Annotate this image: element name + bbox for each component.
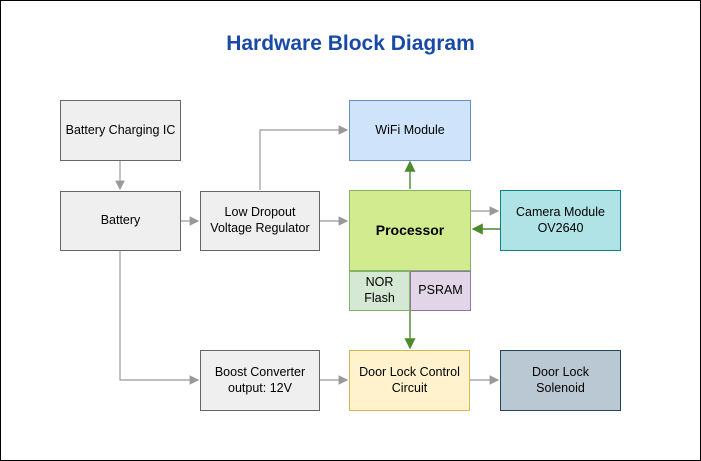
nor-flash-block: NOR Flash <box>349 271 410 311</box>
battery-charging-ic-block: Battery Charging IC <box>60 100 181 161</box>
boost-converter-block: Boost Converter output: 12V <box>200 350 320 411</box>
arrow-ldo-to-wifi <box>259 125 349 190</box>
wifi-module-block: WiFi Module <box>349 100 471 161</box>
door-lock-control-block: Door Lock Control Circuit <box>349 350 470 411</box>
processor-block: Processor <box>349 190 471 271</box>
camera-module-block: Camera Module OV2640 <box>500 190 621 251</box>
arrow-battery-to-boost <box>119 251 200 385</box>
door-lock-solenoid-block: Door Lock Solenoid <box>500 350 621 411</box>
battery-block: Battery <box>60 191 181 251</box>
diagram-title: Hardware Block Diagram <box>226 32 475 55</box>
psram-block: PSRAM <box>410 271 471 311</box>
ldo-regulator-block: Low Dropout Voltage Regulator <box>200 191 320 251</box>
